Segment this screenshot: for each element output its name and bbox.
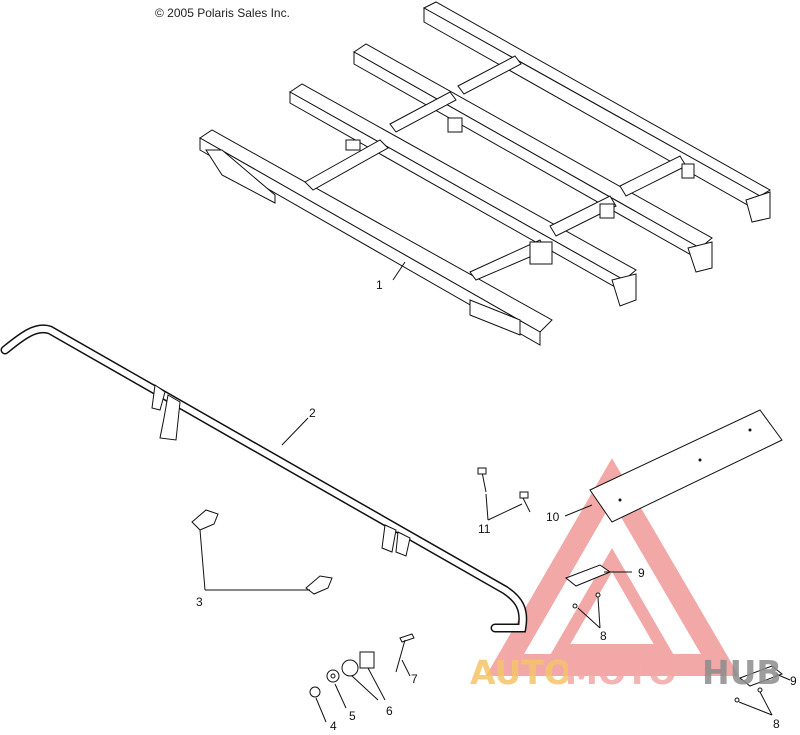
floor-plate xyxy=(589,409,783,523)
bracket-right xyxy=(734,665,783,703)
bolts xyxy=(477,467,531,513)
watermark-text: AUTO MOTO HUB xyxy=(470,653,782,692)
callout-7: 7 xyxy=(411,672,418,686)
callout-9-center: 9 xyxy=(638,566,645,580)
callout-8-center: 8 xyxy=(600,629,607,643)
watermark-hub: HUB xyxy=(702,653,782,692)
callout-5: 5 xyxy=(349,709,356,723)
callout-10: 10 xyxy=(546,510,560,524)
rack-frame xyxy=(199,1,771,346)
callout-9-right: 9 xyxy=(790,674,797,688)
watermark-logo xyxy=(485,458,740,676)
watermark-moto: MOTO xyxy=(565,653,676,692)
callout-2: 2 xyxy=(309,406,316,420)
callout-8-right: 8 xyxy=(773,717,780,731)
watermark-auto: AUTO xyxy=(470,653,572,692)
plug-caps xyxy=(191,509,333,595)
callout-1: 1 xyxy=(376,278,383,292)
callout-6: 6 xyxy=(386,704,393,718)
callout-11: 11 xyxy=(478,522,491,536)
copyright-notice: © 2005 Polaris Sales Inc. xyxy=(155,6,290,20)
callout-4: 4 xyxy=(330,719,337,733)
hardware-fasteners xyxy=(309,633,415,698)
callout-3: 3 xyxy=(196,595,203,609)
rail-tube xyxy=(0,324,528,633)
bracket-center xyxy=(565,564,612,609)
